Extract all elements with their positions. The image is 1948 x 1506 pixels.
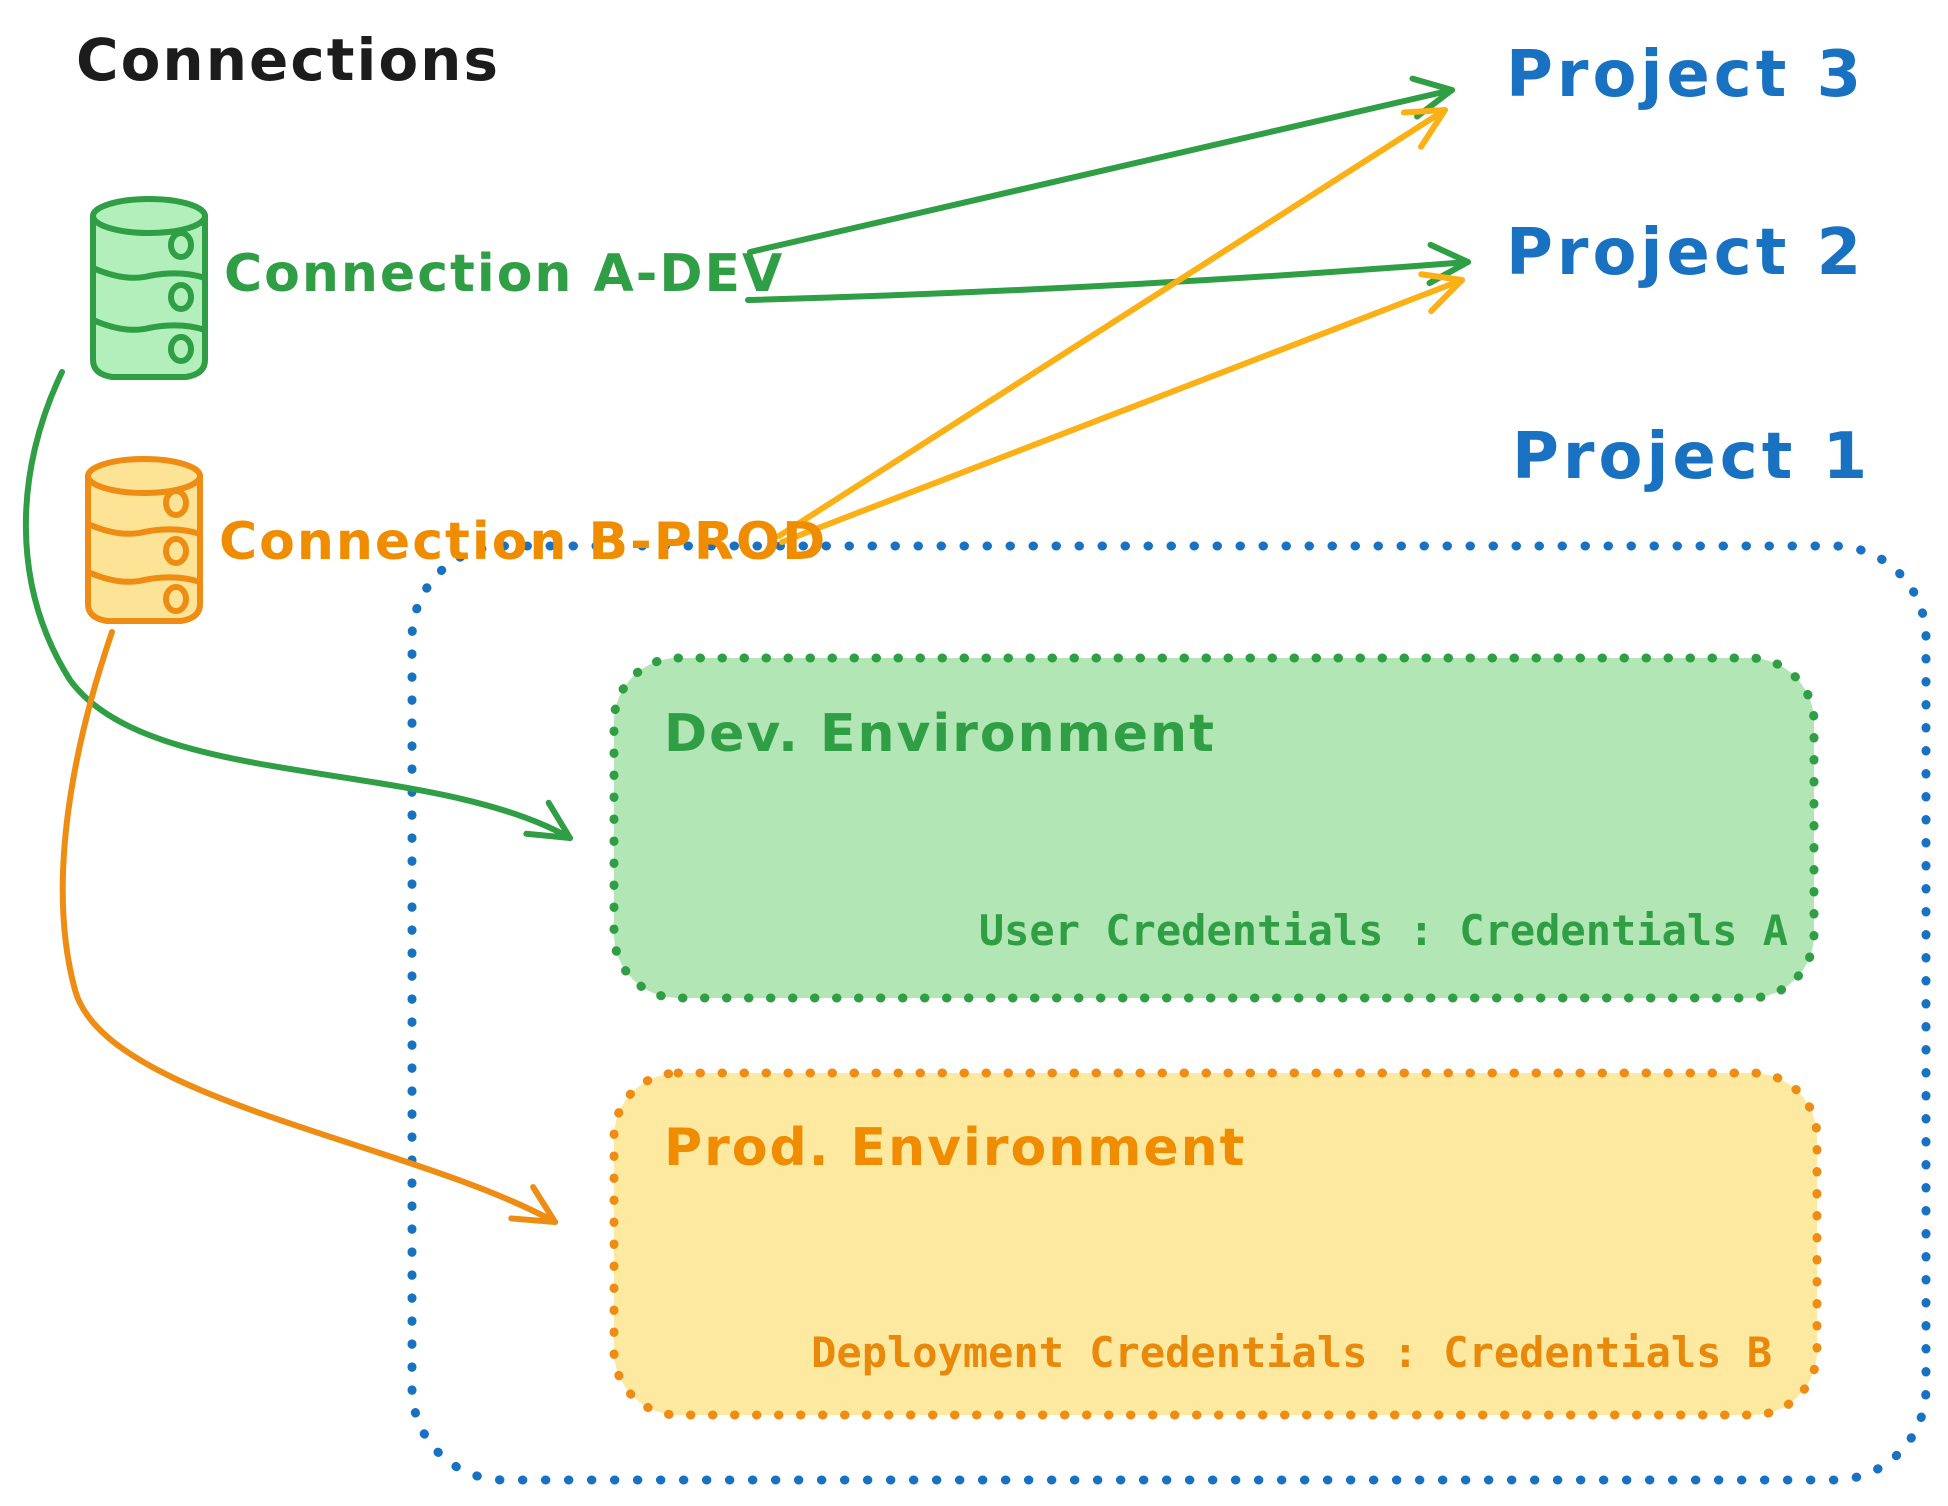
connection-a-dev-label: Connection A-DEV: [224, 244, 785, 304]
project-1-label: Project 1: [1512, 420, 1872, 494]
prod-environment-title: Prod. Environment: [664, 1118, 1247, 1178]
prod-environment-box: [609, 1068, 1822, 1420]
dev-environment-box: [609, 653, 1819, 1003]
project-3-label: Project 3: [1506, 38, 1866, 112]
database-icon-dev: [90, 196, 208, 380]
database-icon-prod: [85, 456, 203, 624]
arrow-b-prod-to-project-2: [779, 271, 1465, 545]
dev-environment-credentials: User Credentials : Credentials A: [978, 906, 1788, 955]
dev-environment-title: Dev. Environment: [664, 704, 1216, 764]
project1-box: [407, 541, 1931, 1485]
project-2-label: Project 2: [1506, 216, 1866, 290]
prod-environment-credentials: Deployment Credentials : Credentials B: [811, 1328, 1772, 1377]
arrow-b-prod-to-project-3: [776, 107, 1448, 539]
arrow-a-dev-to-project-2: [745, 241, 1471, 303]
arrow-b-prod-to-prod-environment: [59, 629, 558, 1225]
connection-b-prod-label: Connection B-PROD: [219, 512, 828, 572]
arrow-a-dev-to-project-3: [747, 75, 1455, 255]
diagram-title: Connections: [76, 26, 500, 94]
